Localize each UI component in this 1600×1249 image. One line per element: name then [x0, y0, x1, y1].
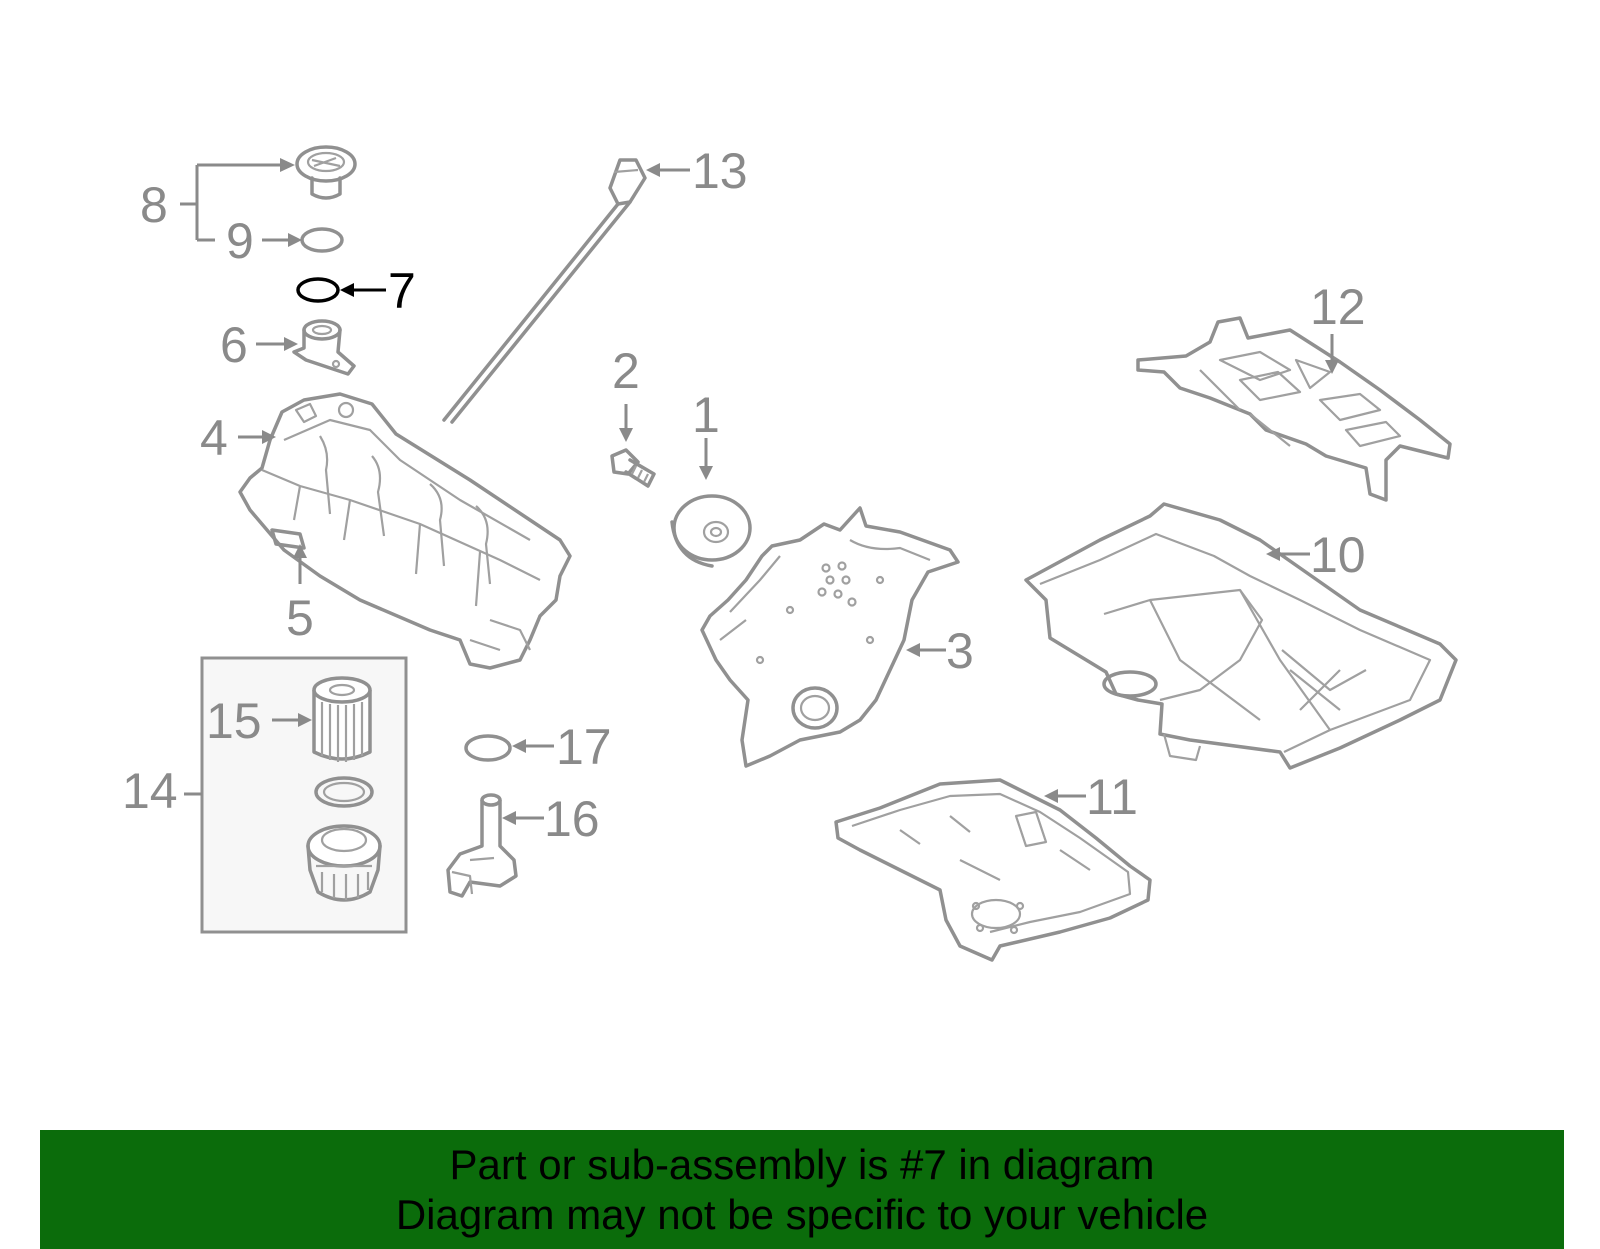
callout-10-leader — [1266, 547, 1310, 561]
callout-4-leader — [238, 430, 276, 444]
part-4-valve-cover[interactable] — [238, 392, 572, 670]
callout-12: 12 — [1310, 279, 1366, 335]
callout-5: 5 — [286, 590, 314, 646]
filter-seal-ring[interactable] — [314, 776, 374, 808]
info-banner: Part or sub-assembly is #7 in diagram Di… — [40, 1130, 1564, 1249]
callout-7: 7 — [388, 263, 416, 319]
part-6-filler-neck[interactable] — [292, 319, 356, 376]
filter-housing-cap[interactable] — [306, 824, 382, 902]
callout-10: 10 — [1310, 527, 1366, 583]
part-5-gasket[interactable] — [270, 528, 306, 550]
part-13-dipstick[interactable] — [442, 158, 647, 424]
part-16-oil-level-sensor[interactable] — [446, 793, 518, 898]
banner-line-disclaimer: Diagram may not be specific to your vehi… — [395, 1190, 1209, 1238]
callout-1-leader — [699, 438, 713, 480]
callout-9: 9 — [226, 213, 254, 269]
callout-2-leader — [619, 404, 633, 442]
callout-16: 16 — [544, 791, 600, 847]
callout-12-leader — [1325, 334, 1339, 374]
callout-11-leader — [1044, 789, 1086, 803]
callout-1: 1 — [692, 387, 720, 443]
callout-3: 3 — [946, 623, 974, 679]
part-8-filler-cap[interactable] — [295, 145, 357, 200]
part-2-bolt[interactable] — [610, 448, 656, 488]
part-9-o-ring[interactable] — [300, 227, 344, 253]
callout-9-leader — [262, 233, 302, 247]
callout-7-leader — [340, 283, 386, 297]
part-17-o-ring[interactable] — [464, 734, 512, 762]
callout-8: 8 — [140, 177, 168, 233]
callout-14: 14 — [122, 763, 178, 819]
part-7-o-ring[interactable] — [296, 277, 340, 303]
callout-15-leader — [272, 713, 312, 727]
callout-6-leader — [256, 337, 298, 351]
callout-17: 17 — [556, 719, 612, 775]
callout-17-leader — [512, 739, 554, 753]
callout-11: 11 — [1086, 769, 1138, 825]
part-11-lower-oil-pan[interactable] — [834, 778, 1152, 962]
callout-16-leader — [502, 811, 544, 825]
callout-6: 6 — [220, 317, 248, 373]
parts-diagram: 8 9 7 6 13 — [122, 143, 1458, 962]
part-3-timing-cover[interactable] — [700, 506, 960, 768]
callout-4: 4 — [200, 410, 228, 466]
part-12-baffle[interactable] — [1136, 316, 1452, 502]
part-10-upper-oil-pan[interactable] — [1024, 502, 1458, 770]
part-1-pulley[interactable] — [670, 494, 752, 568]
callout-13-leader — [646, 163, 690, 177]
banner-line-part: Part or sub-assembly is #7 in diagram — [449, 1140, 1155, 1188]
callout-3-leader — [906, 643, 946, 657]
callout-2: 2 — [612, 343, 640, 399]
callout-8-bracket — [180, 158, 295, 242]
callout-15: 15 — [206, 693, 262, 749]
callout-13: 13 — [692, 143, 748, 199]
callout-5-leader — [293, 544, 307, 584]
part-15-filter-element[interactable] — [312, 676, 372, 762]
